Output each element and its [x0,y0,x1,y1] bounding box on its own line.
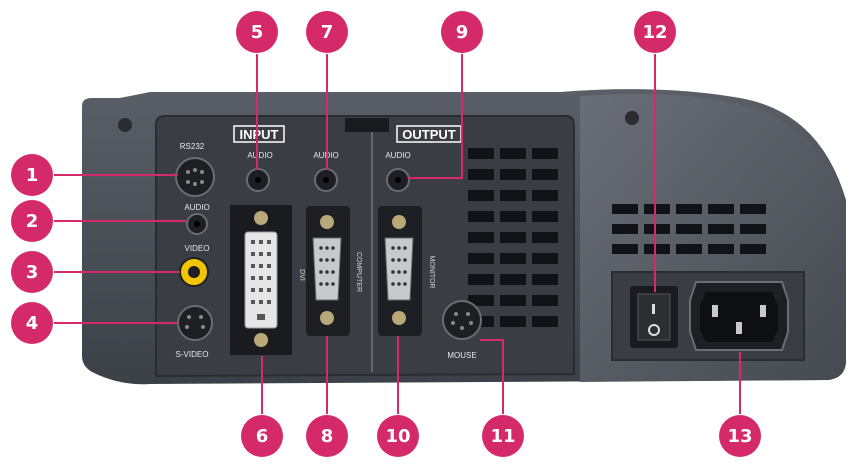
vent-slot [500,190,526,201]
mouse-label: MOUSE [447,351,476,360]
vent-slot [740,204,766,214]
callout-5-number: 5 [251,22,264,43]
vent-slot [468,253,494,264]
callout-11: 11 [482,415,524,457]
callout-1: 1 [11,154,53,196]
vent-slot [676,244,702,254]
audio-in-1-label: AUDIO [247,151,272,160]
monitor-vga-port[interactable]: MONITOR [378,206,435,336]
vent-slot [500,211,526,222]
callout-12: 12 [634,11,676,53]
vent-slot [612,204,638,214]
vent-slot [500,169,526,180]
vent-slot [644,224,670,234]
vent-slot [468,274,494,285]
computer-vga-port[interactable]: COMPUTER [306,206,362,336]
callout-3-number: 3 [26,262,39,283]
callout-10-number: 10 [385,426,410,447]
s-video-label: S-VIDEO [176,350,209,359]
audio-left-label: AUDIO [184,203,209,212]
callout-2-number: 2 [26,211,39,232]
callout-8-number: 8 [321,426,334,447]
callout-7: 7 [306,11,348,53]
callout-9: 9 [441,11,483,53]
vent-slot [532,316,558,327]
callout-4-number: 4 [26,313,39,334]
vent-slot [468,169,494,180]
output-label: OUTPUT [402,127,456,142]
vent-slot [468,211,494,222]
callout-1-number: 1 [26,165,39,186]
vent-slot [676,204,702,214]
vent-slot [532,295,558,306]
callout-2: 2 [11,200,53,242]
vent-slot [500,253,526,264]
vent-slot [468,232,494,243]
vent-slot [532,232,558,243]
vent-slot [532,190,558,201]
mouse-port[interactable]: MOUSE [442,300,482,360]
latch-tab [345,118,389,132]
callout-3: 3 [11,251,53,293]
video-rca-jack[interactable]: VIDEO [179,244,210,287]
callout-13: 13 [719,415,761,457]
callout-4: 4 [11,302,53,344]
dvi-port[interactable]: DVI [230,205,305,355]
audio-out-jack[interactable]: AUDIO [385,151,411,192]
vent-slot [708,224,734,234]
callout-6-number: 6 [256,426,269,447]
vent-slot [532,253,558,264]
audio-jack-left[interactable]: AUDIO [184,203,210,235]
audio-out-label: AUDIO [385,151,410,160]
vent-slot [612,224,638,234]
vent-slot [500,232,526,243]
vent-grille-right [612,204,766,254]
video-label: VIDEO [185,244,210,253]
screw-icon [118,118,132,132]
callout-7-number: 7 [321,22,334,43]
vent-slot [740,224,766,234]
callout-9-number: 9 [456,22,469,43]
callout-11-number: 11 [490,426,515,447]
vent-grille-center [468,148,558,327]
vent-slot [532,148,558,159]
vent-slot [740,244,766,254]
monitor-label: MONITOR [428,256,435,289]
vent-slot [532,169,558,180]
vent-slot [644,244,670,254]
s-video-port[interactable]: S-VIDEO [176,305,213,359]
vent-slot [644,204,670,214]
vent-slot [468,148,494,159]
callout-8: 8 [306,415,348,457]
vent-slot [500,274,526,285]
ac-power-inlet[interactable] [689,281,789,351]
vent-slot [500,295,526,306]
vent-slot [708,244,734,254]
output-label-box: OUTPUT [396,125,462,143]
vent-slot [612,244,638,254]
callout-5: 5 [236,11,278,53]
vent-slot [468,295,494,306]
callout-10: 10 [377,415,419,457]
vent-slot [532,274,558,285]
computer-label: COMPUTER [355,252,362,292]
vent-slot [468,190,494,201]
vent-slot [708,204,734,214]
callout-6: 6 [241,415,283,457]
vent-slot [532,211,558,222]
callout-12-number: 12 [642,22,667,43]
input-label: INPUT [240,127,279,142]
leader-lines [54,54,741,414]
vent-slot [500,316,526,327]
screw-icon [625,111,639,125]
vent-slot [676,224,702,234]
rs232-label: RS232 [180,142,205,151]
input-label-box: INPUT [233,125,285,143]
vent-slot [500,148,526,159]
rs232-port[interactable]: RS232 [175,142,215,197]
callout-13-number: 13 [727,426,752,447]
dvi-label: DVI [298,269,305,281]
